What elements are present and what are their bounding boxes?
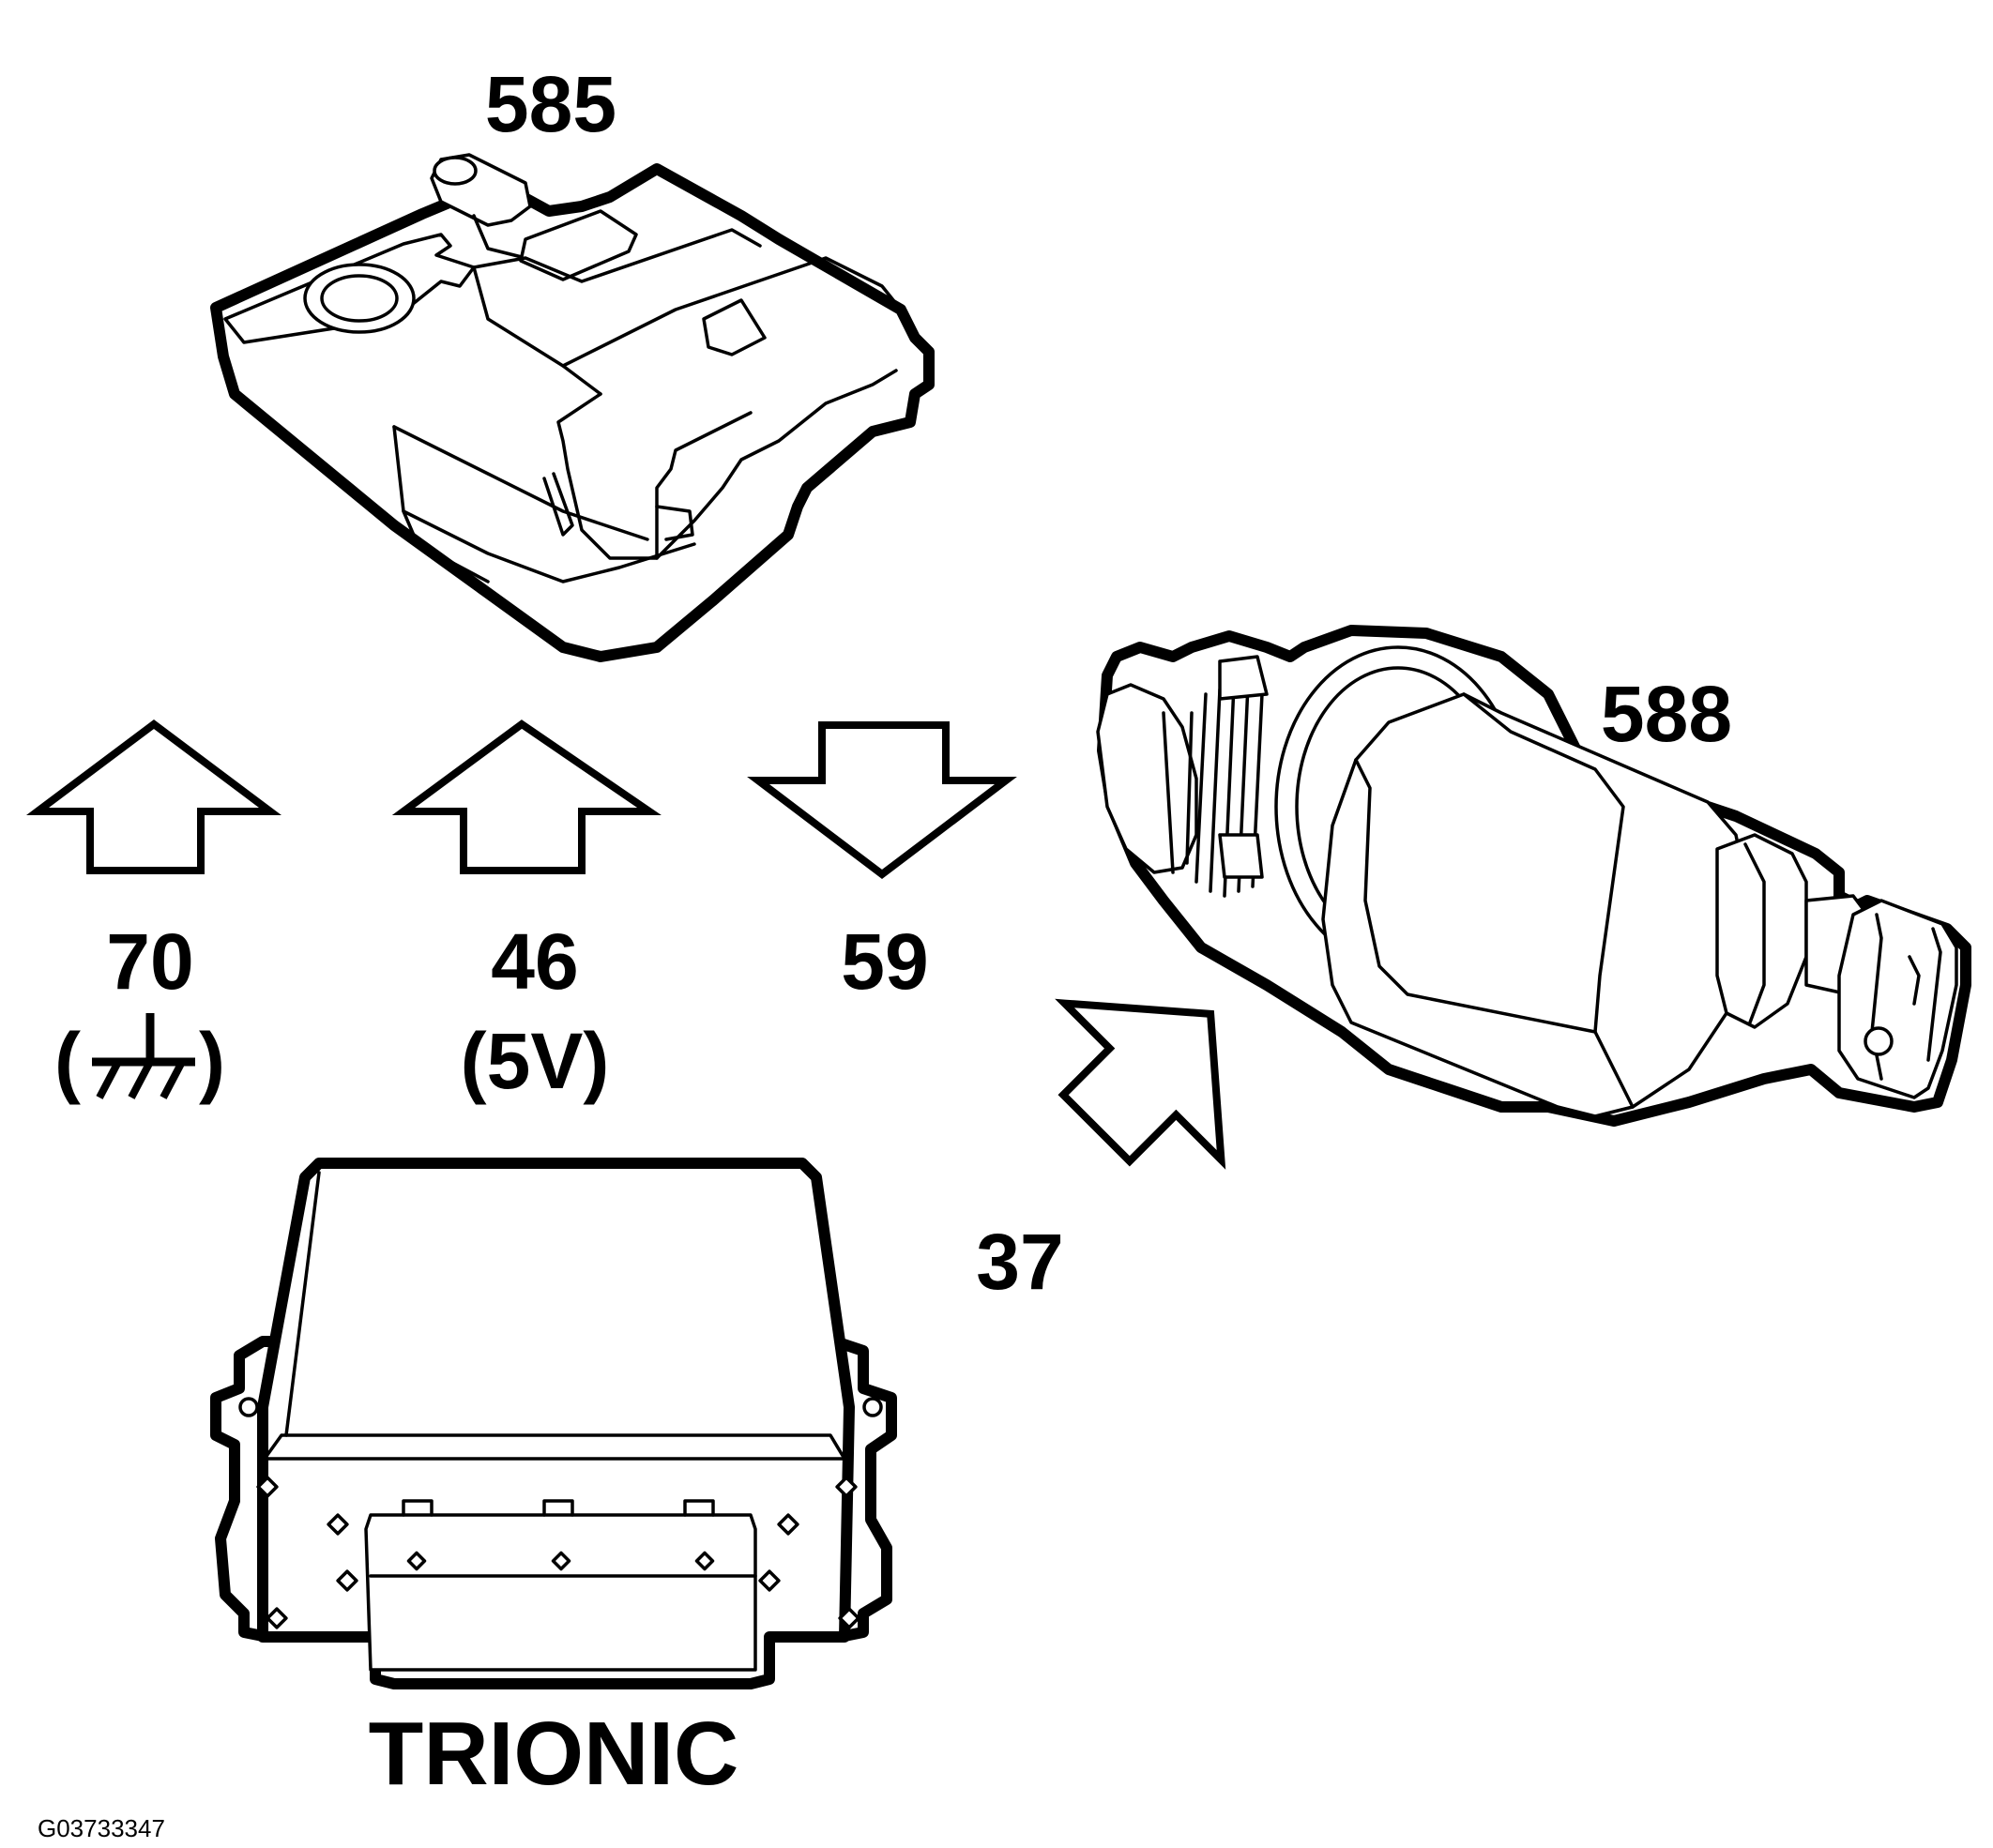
- signal-46-voltage-label: (5V): [461, 1017, 610, 1105]
- signal-70-up-arrow: [26, 720, 281, 874]
- signal-37-pin-label: 37: [976, 1218, 1063, 1306]
- actuator-588-label: 588: [1601, 670, 1732, 758]
- signal-59-down-arrow: [747, 721, 1017, 880]
- ground-symbol-icon: [92, 1013, 195, 1099]
- signal-70-open-paren: (: [54, 1017, 81, 1105]
- trionic-unit-label: TRIONIC: [369, 1704, 739, 1804]
- signal-46-pin-label: 46: [491, 917, 578, 1006]
- trionic-control-unit-illustration: [210, 1158, 897, 1689]
- signal-37-pointer-arrow: [1055, 998, 1226, 1170]
- sensor-585-label: 585: [485, 60, 616, 148]
- signal-70-close-paren: ): [199, 1017, 225, 1105]
- signal-70-pin-label: 70: [106, 917, 193, 1006]
- signal-46-up-arrow: [391, 720, 662, 874]
- signal-70-ground-detail: ( ): [54, 1013, 225, 1105]
- figure-code: G03733347: [38, 1814, 165, 1842]
- signal-59-pin-label: 59: [841, 917, 928, 1006]
- sensor-585-illustration: [210, 153, 935, 662]
- actuator-588-illustration: [1096, 625, 1971, 1127]
